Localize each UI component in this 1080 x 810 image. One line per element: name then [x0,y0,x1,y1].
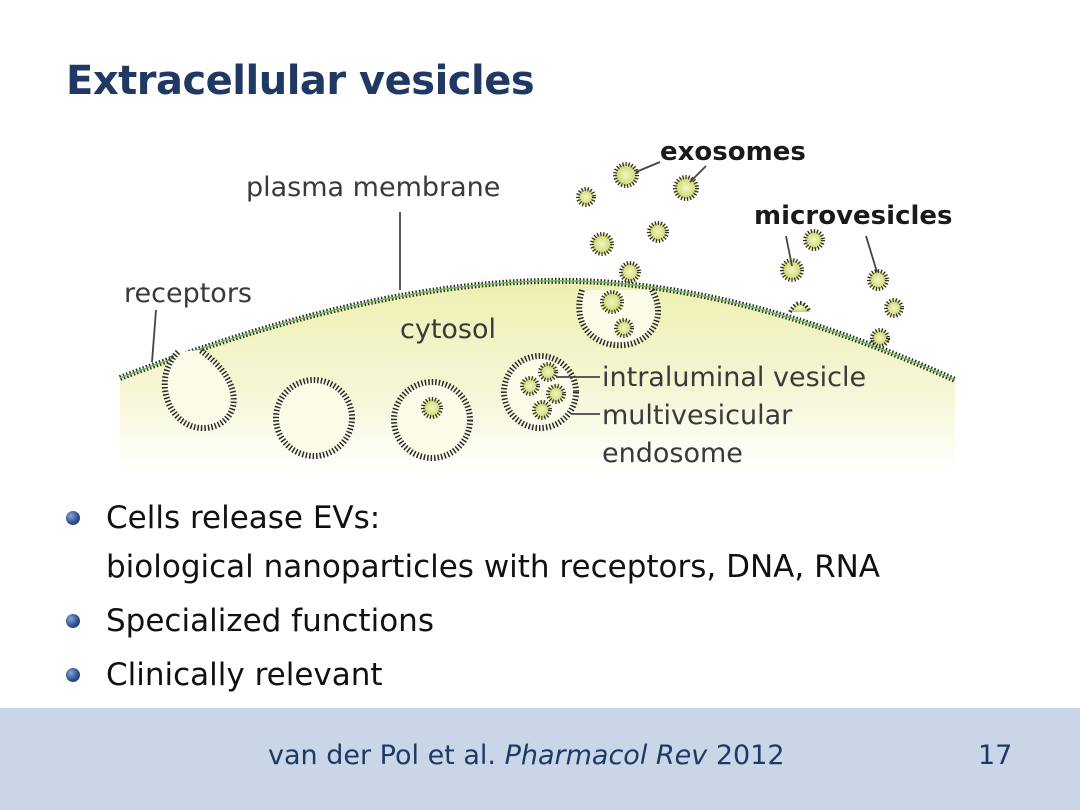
citation-authors: van der Pol et al. [268,740,496,771]
label-endosome: endosome [602,438,743,469]
slide-title: Extracellular vesicles [66,58,535,104]
vesicle [538,362,558,382]
label-plasma-membrane: plasma membrane [246,172,500,203]
label-receptors: receptors [124,278,252,309]
bullet-text: Specialized functions [106,603,434,639]
bullet-icon [66,614,80,628]
multivesicular-endosome [501,353,579,431]
vesicle [780,258,804,282]
label-multivesicular: multivesicular [602,400,793,431]
footer-band: van der Pol et al. Pharmacol Rev 2012 17 [0,708,1080,810]
vesicle [520,376,540,396]
vesicle [803,229,825,251]
leader-line [635,161,661,173]
endocytic-pit [161,347,237,432]
vesicle [421,397,443,419]
vesicle [867,269,889,291]
vesicle [647,221,669,243]
vesicle [590,232,614,256]
label-cytosol: cytosol [400,314,496,345]
vesicle [614,318,634,338]
vesicle [576,187,596,207]
vesicle [532,400,552,420]
citation-journal: Pharmacol Rev [504,740,708,771]
slide-number: 17 [978,740,1013,771]
early-endosome [273,377,355,459]
bullet-item: Cells release EVs: biological nanopartic… [66,494,1026,592]
bullet-text: biological nanoparticles with receptors,… [106,549,881,585]
leader-line [785,235,793,267]
leader-line [865,235,878,273]
bullet-item: Specialized functions [66,597,1026,646]
bullet-text: Clinically relevant [106,657,383,693]
label-microvesicles: microvesicles [754,201,953,231]
label-exosomes: exosomes [660,137,806,167]
citation-year: 2012 [715,740,785,771]
citation: van der Pol et al. Pharmacol Rev 2012 [268,740,785,771]
vesicle [870,328,890,348]
ev-diagram: exosomes plasma membrane microvesicles r… [118,137,957,472]
vesicle [619,261,641,283]
vesicle [600,290,624,314]
vesicle [673,175,699,201]
bullet-icon [66,668,80,682]
microvesicle-bud [788,301,812,314]
leader-line [151,309,157,363]
label-intraluminal-vesicle: intraluminal vesicle [602,362,866,393]
bullet-text: Cells release EVs: [106,500,381,536]
bullet-icon [66,511,80,525]
budding-pocket [576,288,661,349]
bullet-item: Clinically relevant [66,651,1026,700]
budding-endosome [391,379,473,461]
vesicle [546,384,566,404]
vesicle [884,298,904,318]
vesicle [613,162,639,188]
leader-line [689,165,707,183]
bullet-list: Cells release EVs: biological nanopartic… [66,494,1026,705]
